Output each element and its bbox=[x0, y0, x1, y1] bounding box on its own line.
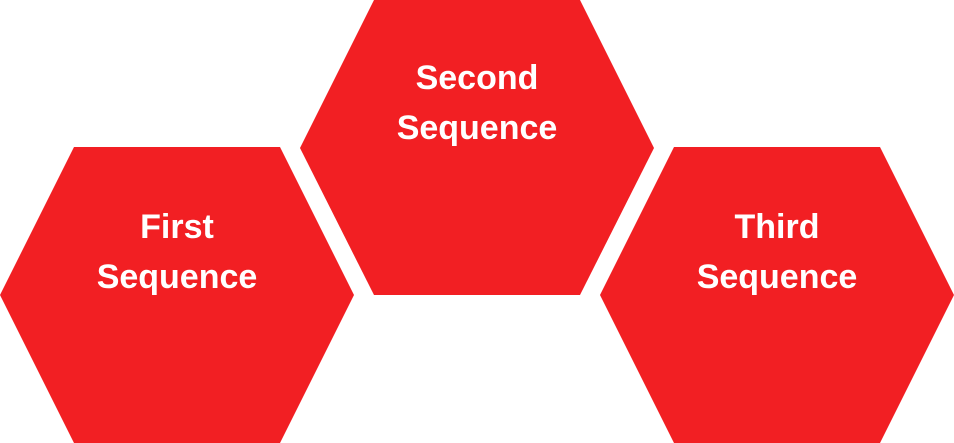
label-line2: Sequence bbox=[396, 109, 558, 147]
hexagon-first bbox=[0, 147, 354, 443]
label-line2: Sequence bbox=[696, 258, 858, 296]
hexagon-second-label: Second Sequence bbox=[347, 53, 607, 153]
label-line1: Second bbox=[415, 59, 539, 97]
hexagon-third bbox=[600, 147, 954, 443]
label-line2: Sequence bbox=[96, 258, 258, 296]
label-line1: Third bbox=[734, 208, 820, 246]
hexagon-second bbox=[300, 0, 654, 295]
hexagon-third-label: Third Sequence bbox=[647, 202, 907, 302]
label-line1: First bbox=[140, 208, 214, 246]
hexagon-first-label: First Sequence bbox=[47, 202, 307, 302]
